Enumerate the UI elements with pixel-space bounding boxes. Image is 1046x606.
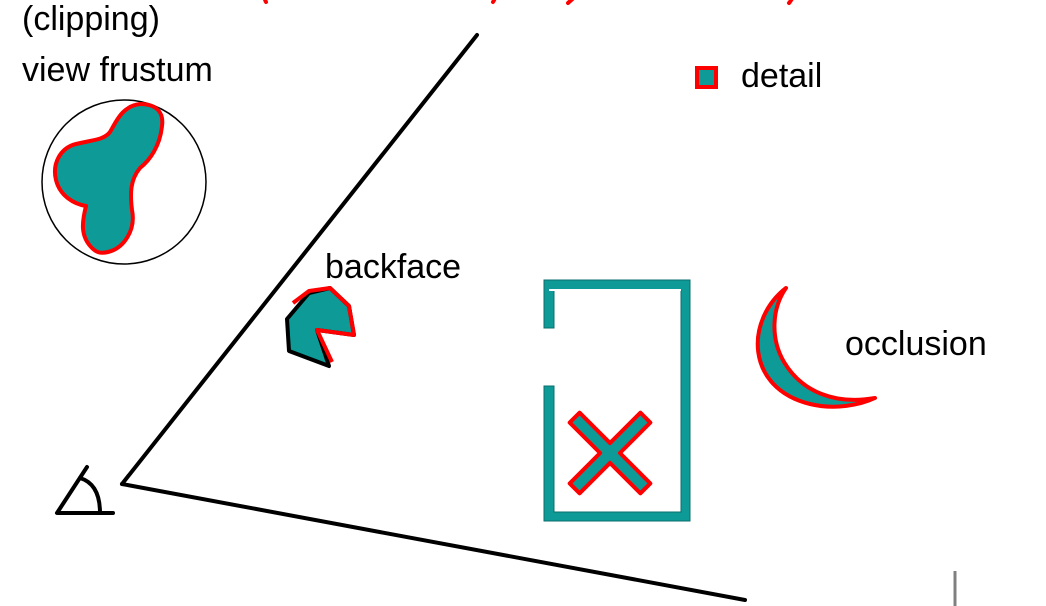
clipping-object [41,99,207,265]
eye-symbol-icon [55,465,115,515]
clipping-label-line1: (clipping) [22,0,160,38]
cross-mark-icon [567,410,653,496]
backface-label: backface [325,248,461,286]
clipping-circle [41,99,207,265]
detail-square [695,66,718,89]
occlusion-label: occlusion [845,325,987,363]
view-frustum [120,33,747,602]
frustum-lower-edge [120,482,747,602]
clipping-blob [53,102,165,255]
title-fragment [263,0,794,5]
clipping-label-line2: view frustum [22,51,213,89]
occlusion-crescent [755,286,877,409]
detail-label: detail [741,57,822,95]
frustum-upper-edge [120,33,479,486]
backface-shape [285,286,356,368]
occlusion-room [543,279,691,522]
